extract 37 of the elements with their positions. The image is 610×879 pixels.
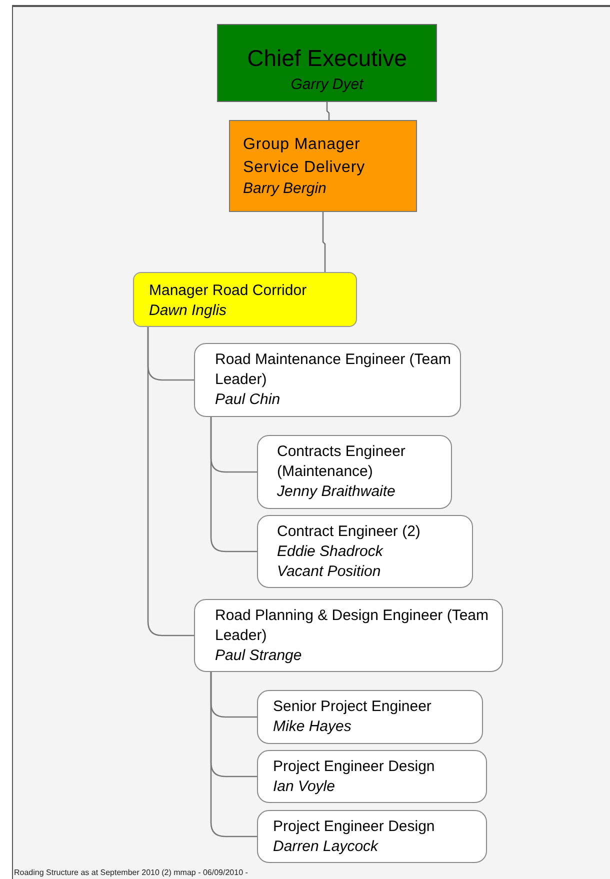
org-chart-box (257, 810, 487, 863)
org-chart-box (257, 690, 483, 744)
org-chart-box (257, 750, 487, 803)
connector-line (210, 672, 257, 838)
org-chart-box (229, 120, 417, 212)
person-name: Dawn Inglis (149, 301, 228, 321)
person-name: Darren Laycock (273, 837, 380, 857)
person-name: Barry Bergin (243, 179, 328, 199)
job-title: Manager Road Corridor (149, 281, 308, 301)
person-name: Garry Dyet (290, 76, 365, 94)
org-chart-box (194, 599, 503, 672)
org-chart-box (257, 435, 452, 509)
job-title: Contracts Engineer (Maintenance) (277, 442, 406, 482)
job-title: Project Engineer Design (273, 757, 436, 777)
job-title: Group Manager Service Delivery (243, 135, 366, 178)
org-chart-box (194, 343, 461, 417)
person-name: Vacant Position (277, 562, 382, 582)
person-name: Paul Chin (215, 390, 282, 410)
person-name: Jenny Braithwaite (277, 482, 396, 502)
job-title: Contract Engineer (2) (277, 522, 422, 542)
connector-line (210, 417, 257, 552)
person-name: Paul Strange (215, 646, 303, 666)
person-name: Mike Hayes (273, 717, 352, 737)
job-title: Project Engineer Design (273, 817, 436, 837)
org-chart-box (257, 515, 473, 588)
org-chart-box (133, 272, 357, 327)
job-title: Road Planning & Design Engineer (Team Leader) (215, 606, 490, 646)
org-chart-box (217, 24, 437, 102)
person-name: Ian Voyle (273, 777, 336, 797)
connector-line (147, 327, 194, 636)
job-title: Chief Executive (246, 44, 408, 73)
footer-note: Roading Structure as at September 2010 (2) mmap - 06/09/2010 - (14, 868, 248, 878)
job-title: Senior Project Engineer (273, 697, 432, 717)
connector-line (322, 212, 326, 272)
job-title: Road Maintenance Engineer (Team Leader) (215, 350, 452, 390)
connector-line (326, 102, 330, 120)
person-name: Eddie Shadrock (277, 542, 384, 562)
